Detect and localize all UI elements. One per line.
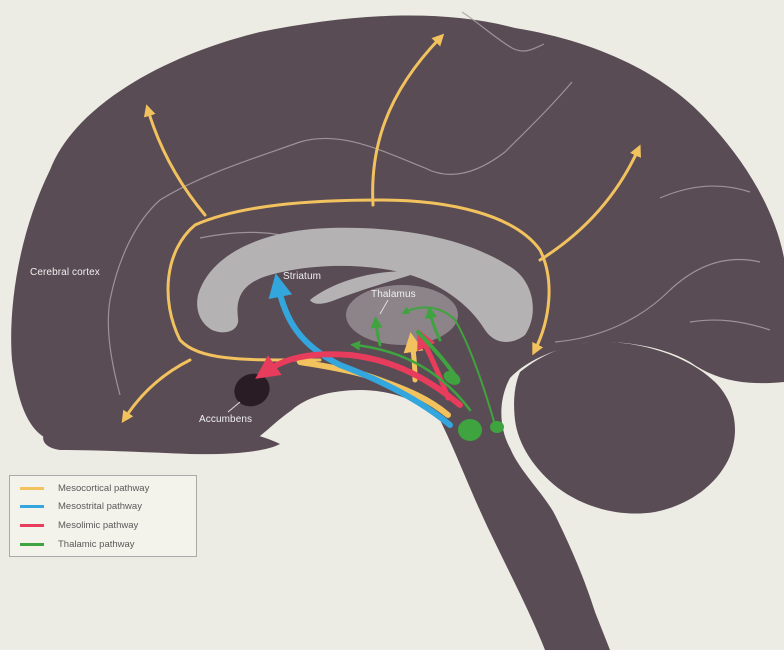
- legend-label: Mesostrital pathway: [58, 501, 142, 512]
- striatum-label: Striatum: [283, 271, 321, 282]
- legend-swatch: [20, 505, 44, 508]
- accumbens-label: Accumbens: [199, 414, 252, 425]
- legend-item-mesolimbic: Mesolimic pathway: [20, 518, 138, 532]
- vta-nucleus: [458, 419, 482, 441]
- legend-swatch: [20, 487, 44, 490]
- legend-label: Mesocortical pathway: [58, 483, 149, 494]
- legend-item-mesostrital: Mesostrital pathway: [20, 499, 142, 513]
- legend-label: Mesolimic pathway: [58, 520, 138, 531]
- legend: Mesocortical pathway Mesostrital pathway…: [9, 475, 197, 557]
- legend-swatch: [20, 524, 44, 527]
- thalamus-label: Thalamus: [371, 289, 416, 300]
- legend-item-mesocortical: Mesocortical pathway: [20, 481, 149, 495]
- cortex-label: Cerebral cortex: [30, 267, 100, 278]
- green-nucleus-small: [490, 421, 504, 433]
- legend-item-thalamic: Thalamic pathway: [20, 537, 135, 551]
- legend-swatch: [20, 543, 44, 546]
- legend-label: Thalamic pathway: [58, 539, 135, 550]
